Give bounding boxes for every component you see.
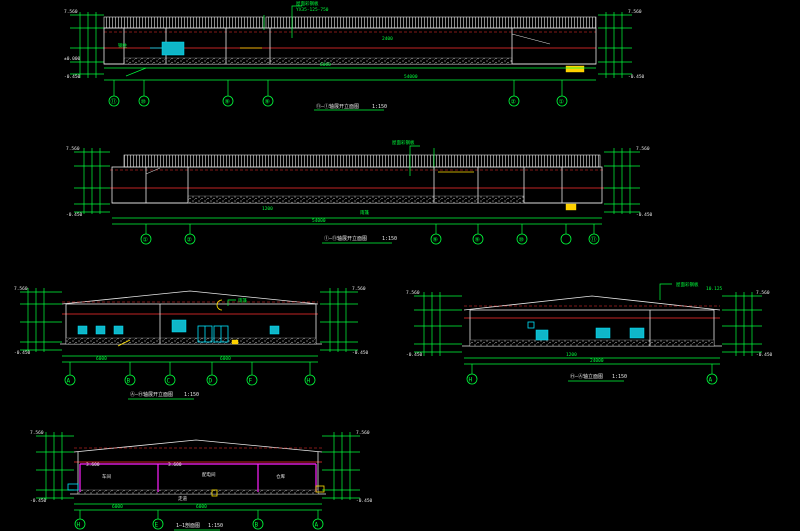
svg-text:-0.450: -0.450 <box>64 74 81 80</box>
view-title: Ⓐ—Ⓗ轴展开立面图 <box>130 391 173 398</box>
axis-label: C <box>167 378 171 385</box>
svg-text:雨篷: 雨篷 <box>238 297 247 304</box>
axis-label: ⑩ <box>519 237 524 244</box>
view-title: 1—1剖面图 <box>176 522 200 529</box>
svg-text:7.560: 7.560 <box>406 290 420 296</box>
svg-text:6000: 6000 <box>320 62 331 68</box>
svg-text:7.560: 7.560 <box>756 290 770 296</box>
svg-text:54000: 54000 <box>312 218 326 224</box>
axis-bubbles-view-2: ① ② ⑨ ⑨ ⑩ ⑪ <box>140 233 600 245</box>
svg-text:-0.450: -0.450 <box>636 212 653 218</box>
section-view-1-1: 7.560 -0.450 7.560 -0.450 3.600 3.600 车间 配电间… <box>30 430 373 531</box>
svg-text:7.560: 7.560 <box>14 286 28 292</box>
svg-text:1200: 1200 <box>262 206 273 212</box>
axis-label: H <box>77 522 81 529</box>
svg-text:-0.450: -0.450 <box>352 350 369 356</box>
view-title: Ⓗ—Ⓐ轴立面图 <box>570 373 603 380</box>
axis-label: B <box>127 378 131 385</box>
view-scale: 1:150 <box>372 104 387 110</box>
svg-text:屋面彩钢板: 屋面彩钢板 <box>296 0 319 7</box>
svg-text:24000: 24000 <box>590 358 604 364</box>
svg-text:仓库: 仓库 <box>276 473 285 480</box>
axis-label: ⑪ <box>111 98 117 106</box>
door-group <box>77 319 280 343</box>
axis-label: ① <box>559 99 564 106</box>
axis-label: ⑨ <box>265 99 270 106</box>
svg-text:-0.450: -0.450 <box>356 498 373 504</box>
view-scale: 1:150 <box>208 523 223 529</box>
axis-label: H <box>469 377 473 384</box>
svg-text:屋面彩钢板: 屋面彩钢板 <box>392 139 415 146</box>
elevation-view-3: 7.560 -0.450 7.560 -0.450 雨篷 <box>14 286 369 400</box>
svg-text:-0.450: -0.450 <box>756 352 773 358</box>
svg-text:车间: 车间 <box>102 473 111 480</box>
svg-text:-0.450: -0.450 <box>406 352 423 358</box>
view-scale: 1:150 <box>184 392 199 398</box>
svg-text:钢柱: 钢柱 <box>118 42 127 49</box>
axis-bubbles-view-4: H A <box>466 373 718 385</box>
view-title: ①—⑪轴展开立面图 <box>324 235 367 242</box>
svg-text:3.600: 3.600 <box>168 462 182 468</box>
svg-text:7.560: 7.560 <box>636 146 650 152</box>
svg-text:配电间: 配电间 <box>202 471 216 478</box>
svg-text:6000: 6000 <box>96 356 107 362</box>
axis-label: ① <box>143 237 148 244</box>
svg-text:7.560: 7.560 <box>352 286 366 292</box>
axis-label: A <box>67 378 71 385</box>
axis-bubbles-view-1: ⑪ ⑩ ⑨ ⑨ ② ① <box>108 95 568 107</box>
elevation-view-4: 7.560 -0.450 7.560 -0.450 屋面彩钢板 10.125 240… <box>406 281 773 385</box>
svg-text:±0.000: ±0.000 <box>64 56 81 62</box>
axis-label: ② <box>511 99 516 106</box>
svg-text:6000: 6000 <box>196 504 207 510</box>
view-title: ⑪—①轴展开立面图 <box>316 103 359 110</box>
svg-text:屋面彩钢板: 屋面彩钢板 <box>676 281 699 288</box>
axis-label: ⑪ <box>591 236 597 244</box>
svg-text:走道: 走道 <box>178 495 187 502</box>
svg-text:-0.450: -0.450 <box>14 350 31 356</box>
svg-text:7.560: 7.560 <box>66 146 80 152</box>
svg-text:雨篷: 雨篷 <box>360 209 369 216</box>
svg-text:10.125: 10.125 <box>706 286 723 292</box>
axis-label: ⑩ <box>141 99 146 106</box>
svg-text:6000: 6000 <box>220 356 231 362</box>
svg-text:3.600: 3.600 <box>86 462 100 468</box>
axis-label: H <box>307 378 311 385</box>
svg-text:-0.450: -0.450 <box>628 74 645 80</box>
axis-label: ② <box>187 237 192 244</box>
svg-text:-0.450: -0.450 <box>66 212 83 218</box>
svg-text:7.560: 7.560 <box>356 430 370 436</box>
view-scale: 1:150 <box>612 374 627 380</box>
svg-text:YX35-125-750: YX35-125-750 <box>296 7 329 13</box>
axis-label: A <box>315 522 319 529</box>
axis-bubbles-view-5: H E B A <box>74 518 324 530</box>
svg-text:7.560: 7.560 <box>64 9 78 15</box>
axis-label: ⑨ <box>433 237 438 244</box>
svg-text:7.560: 7.560 <box>628 9 642 15</box>
svg-text:-0.450: -0.450 <box>30 498 47 504</box>
axis-label: ⑨ <box>225 99 230 106</box>
axis-label: F <box>249 378 253 385</box>
axis-bubbles-view-3: A B C D F H <box>64 374 316 386</box>
svg-text:2400: 2400 <box>382 36 393 42</box>
svg-text:54000: 54000 <box>404 74 418 80</box>
svg-text:7.560: 7.560 <box>30 430 44 436</box>
view-scale: 1:150 <box>382 236 397 242</box>
axis-label: ⑨ <box>475 237 480 244</box>
svg-text:1200: 1200 <box>566 352 577 358</box>
svg-text:6000: 6000 <box>112 504 123 510</box>
axis-label: A <box>709 377 713 384</box>
axis-label: E <box>155 522 159 529</box>
axis-label: B <box>255 522 259 529</box>
elevation-view-2: 7.560 -0.450 7.560 -0.450 屋面彩钢板 雨篷 54000 12… <box>66 139 653 245</box>
elevation-view-1: 7.560 ±0.000 -0.450 7.560 -0.450 <box>64 0 645 111</box>
axis-label: D <box>209 378 213 385</box>
